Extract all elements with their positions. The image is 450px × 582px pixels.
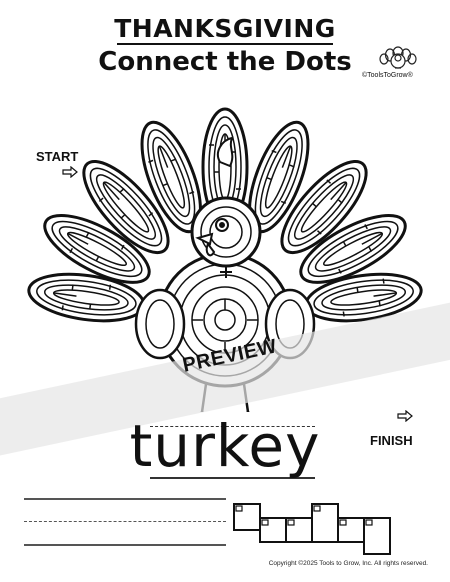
- turkey-head: [190, 136, 262, 278]
- word-guide-top: [150, 426, 315, 427]
- start-label: START: [36, 149, 79, 164]
- writing-line-top[interactable]: [24, 498, 226, 500]
- brand-text: ©ToolsToGrow®: [362, 72, 413, 79]
- letter-shape-boxes[interactable]: [230, 500, 430, 556]
- writing-line-mid[interactable]: [24, 521, 226, 522]
- right-arrow-icon: [62, 166, 78, 178]
- finish-label: FINISH: [370, 433, 413, 448]
- title-underline: [117, 43, 333, 45]
- copyright-notice: Copyright ©2025 Tools to Grow, Inc. All …: [268, 560, 428, 567]
- target-word: turkey: [129, 412, 321, 480]
- turkey-logo-icon: [379, 46, 417, 69]
- writing-line-base[interactable]: [24, 544, 226, 546]
- page-subtitle: Connect the Dots: [98, 47, 352, 77]
- page-title: THANKSGIVING: [114, 14, 336, 43]
- right-arrow-icon: [397, 410, 413, 422]
- word-guide-base: [150, 477, 315, 479]
